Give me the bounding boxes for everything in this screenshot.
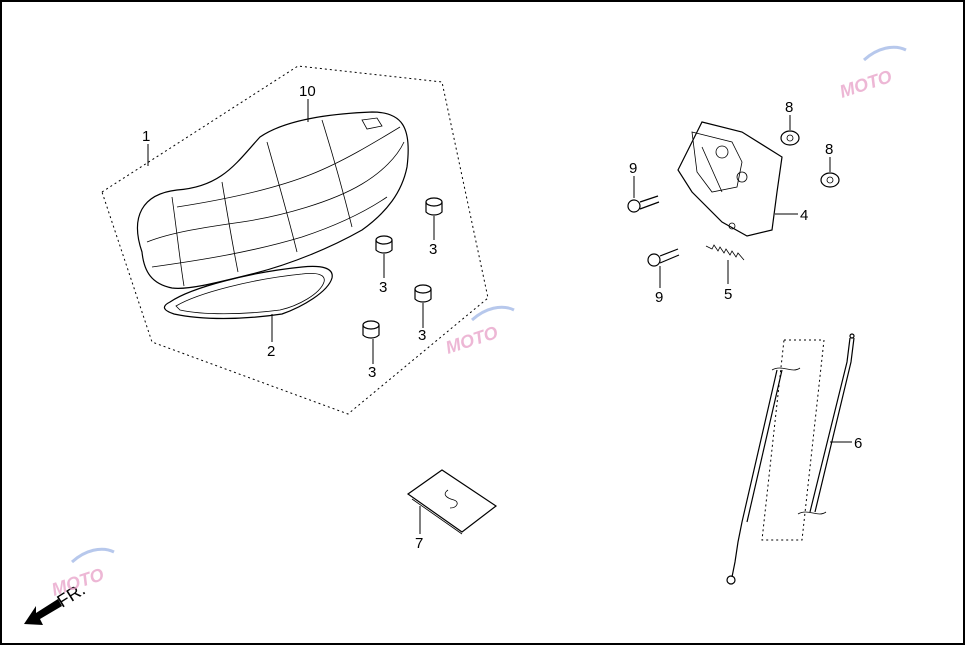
front-arrow-icon <box>24 599 62 625</box>
callout-9-a: 9 <box>629 160 637 177</box>
spring-part <box>705 244 745 261</box>
callout-3-d: 3 <box>368 364 376 381</box>
seat-part <box>137 111 409 289</box>
callout-9-b: 9 <box>655 289 663 306</box>
seat-gasket-part <box>163 265 333 320</box>
seat-lock-part <box>677 121 783 237</box>
callout-10: 10 <box>299 83 316 100</box>
watermark-logo: MOTO <box>443 305 515 358</box>
bolt-part <box>627 195 680 267</box>
callout-6: 6 <box>854 435 862 452</box>
callout-3-b: 3 <box>379 279 387 296</box>
bumper-part <box>362 197 443 339</box>
callout-3-c: 3 <box>418 327 426 344</box>
callout-8-b: 8 <box>825 141 833 158</box>
callout-3-a: 3 <box>429 241 437 258</box>
callout-7: 7 <box>415 535 423 552</box>
watermark-text: MOTO <box>837 66 894 102</box>
cable-part <box>726 333 855 585</box>
callout-2: 2 <box>267 343 275 360</box>
callout-5: 5 <box>724 286 732 303</box>
callout-1: 1 <box>142 128 150 145</box>
manual-part <box>406 469 498 535</box>
callout-8-a: 8 <box>785 99 793 116</box>
leader-lines <box>147 99 852 534</box>
nut-part <box>780 130 840 188</box>
watermark-logo: MOTO <box>837 45 907 102</box>
seat-assembly-boundary <box>101 65 489 415</box>
callout-4: 4 <box>800 207 808 224</box>
